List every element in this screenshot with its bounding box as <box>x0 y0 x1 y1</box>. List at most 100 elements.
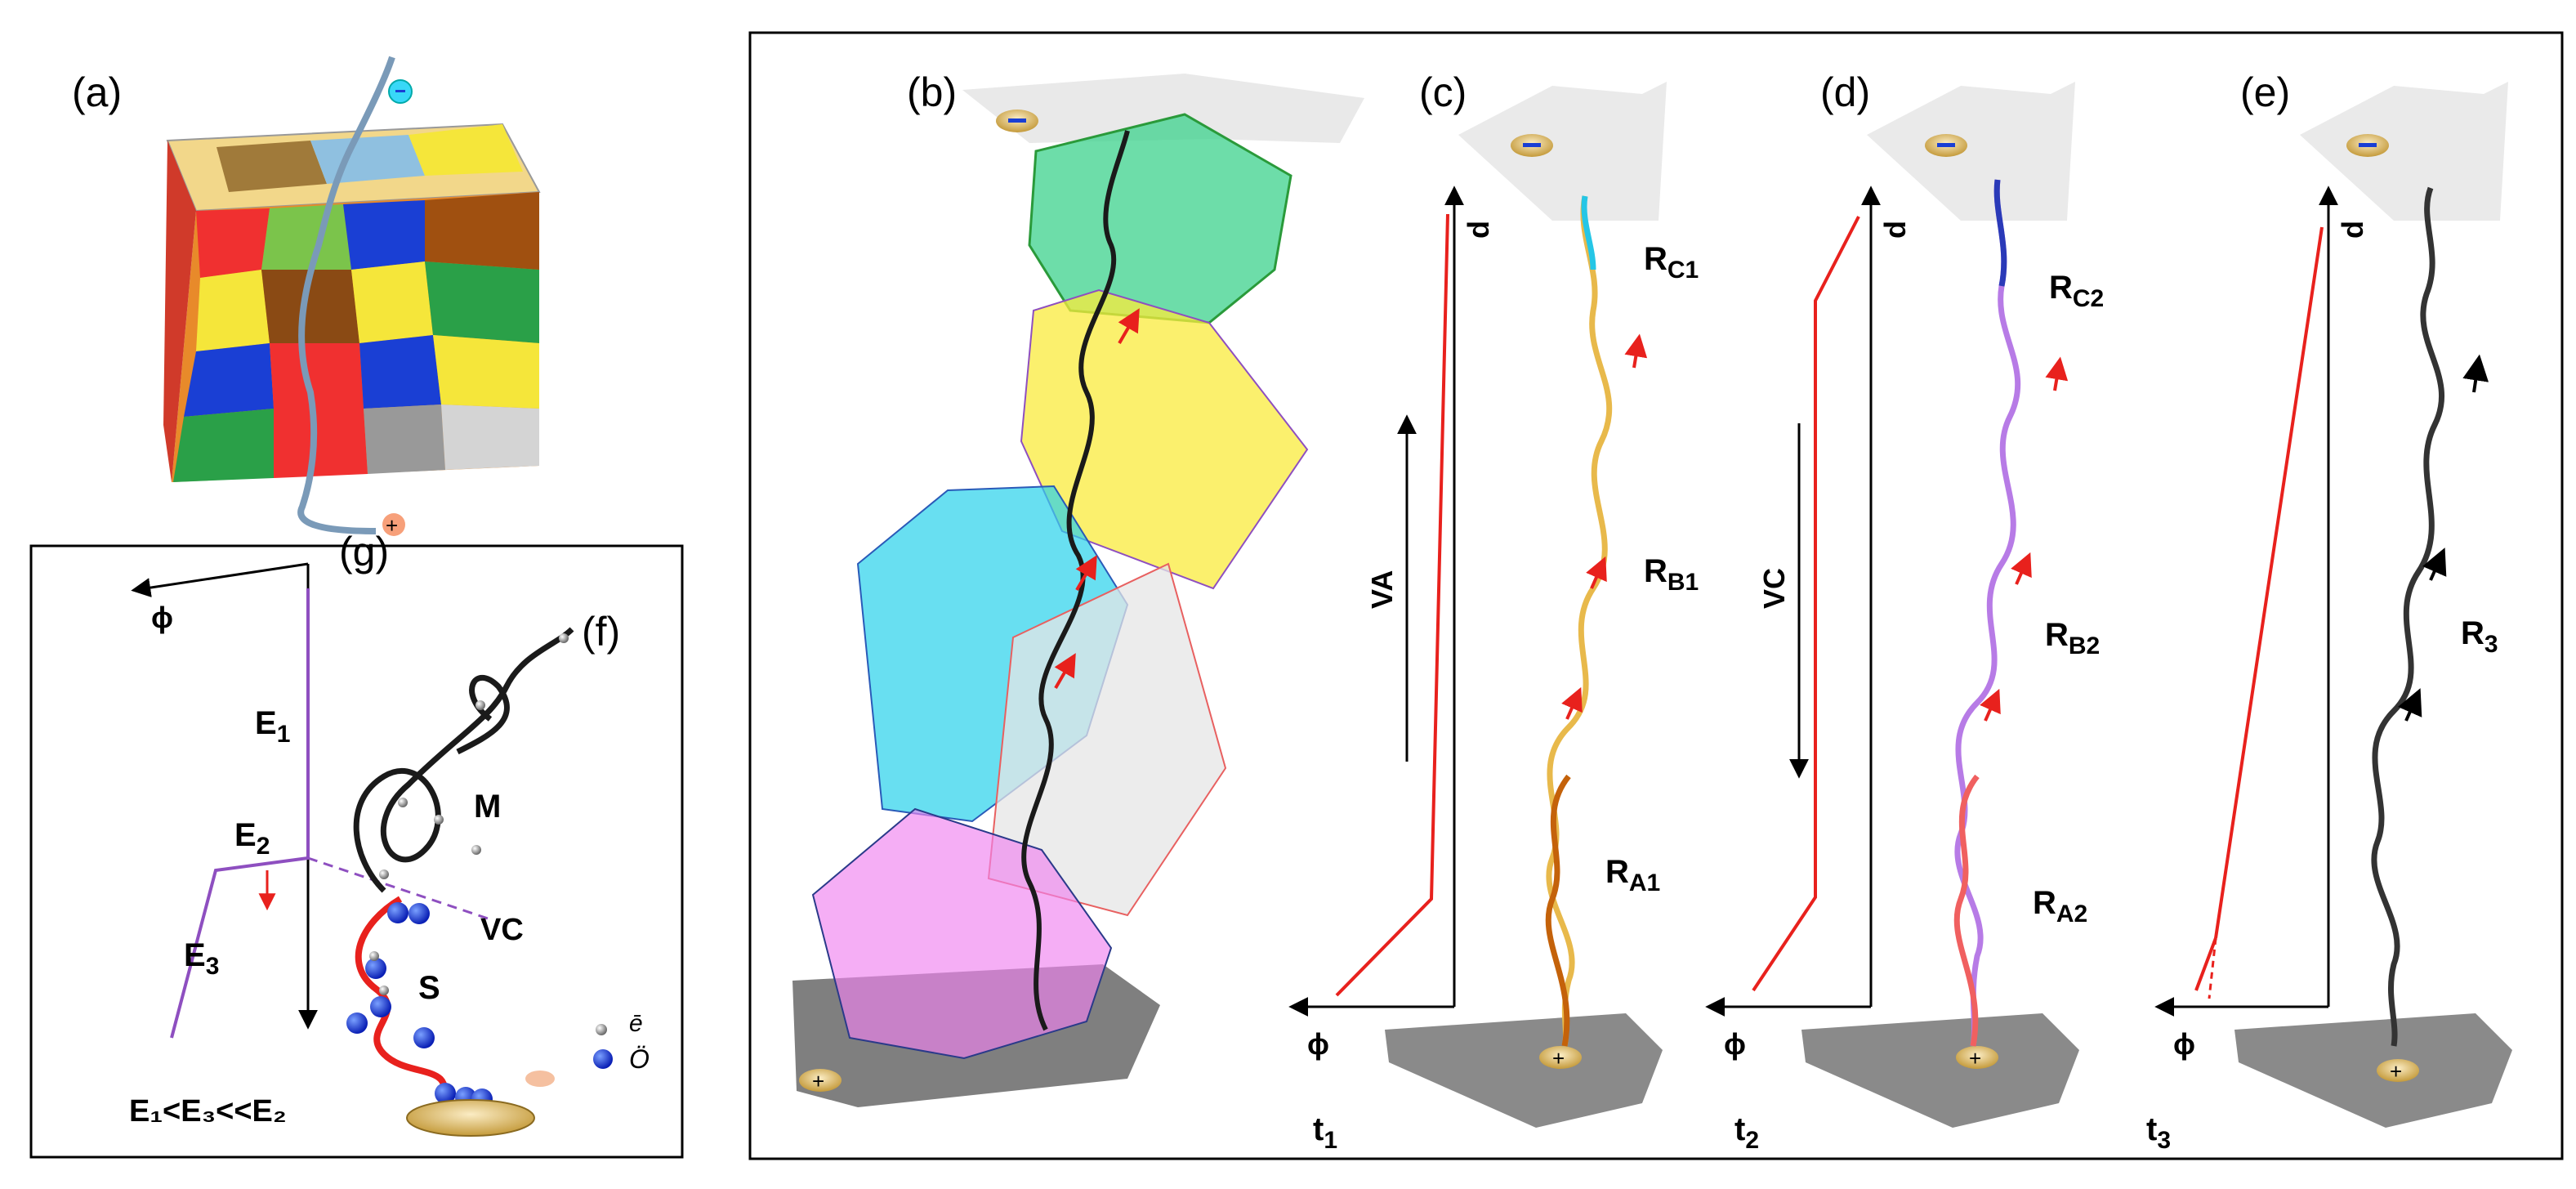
f-m-filament <box>353 627 574 893</box>
g-e3-label: E3 <box>184 937 219 980</box>
d-vc-label: VC <box>1757 568 1791 609</box>
c-filament-tip <box>1581 195 1596 270</box>
legend-oxygen-label: Ö <box>629 1044 650 1074</box>
c-arrow-1 <box>1624 333 1648 369</box>
e-potential-tail <box>2194 937 2217 991</box>
panel-c-letter: (c) <box>1419 69 1467 115</box>
c-va-label: VA <box>1365 570 1399 609</box>
panel-a-letter: (a) <box>72 69 122 115</box>
panel-d-letter: (d) <box>1820 69 1870 115</box>
d-bottom-electrode <box>1801 1013 2079 1128</box>
e-phi-label: ɸ <box>2173 1027 2195 1061</box>
d-ra2-label: RA2 <box>2033 885 2087 928</box>
c-time-label: t1 <box>1313 1111 1337 1154</box>
e-bottom-electrode-cap <box>2377 1059 2419 1082</box>
g-e1-label: E1 <box>255 705 290 748</box>
e-arrow-1 <box>2462 354 2489 393</box>
cube-conduction-path <box>297 56 395 534</box>
b-top-electrode <box>962 74 1364 143</box>
g-energy-inequality: E₁<E₃<<E₂ <box>129 1094 287 1129</box>
b-arrow-3 <box>1054 653 1076 690</box>
b-positive-sign: + <box>812 1069 824 1093</box>
e-top-electrode <box>2300 82 2508 221</box>
main-frame <box>748 31 2564 1160</box>
b-bottom-electrode-cap <box>799 1069 842 1092</box>
g-e2-label: E2 <box>234 817 270 860</box>
d-filament <box>1954 179 2021 1047</box>
d-negative-sign <box>1937 143 1955 147</box>
panel-g-letter: (g) <box>339 529 389 574</box>
e-filament <box>2371 186 2445 1047</box>
panel-e: (e) + d ɸ R3 t3 <box>2146 69 2512 1154</box>
d-potential-line <box>1752 216 1860 992</box>
e-potential-line <box>2214 226 2324 939</box>
legend-electron-label: ē <box>629 1010 643 1037</box>
panel-e-letter: (e) <box>2240 69 2290 115</box>
e-bottom-electrode <box>2234 1013 2512 1128</box>
d-time-label: t2 <box>1734 1111 1759 1154</box>
legend-oxygen-ball <box>593 1049 613 1069</box>
panel-a: (a) <box>72 56 541 538</box>
d-positive-sign: + <box>1969 1046 1981 1071</box>
panel-b: (b) + <box>792 69 1364 1107</box>
c-arrow-2 <box>1586 556 1607 589</box>
f-s-label: S <box>418 970 440 1006</box>
e-r3-label: R3 <box>2461 615 2498 658</box>
c-rb1-label: RB1 <box>1644 553 1699 596</box>
b-arrow-1 <box>1118 308 1140 345</box>
panel-b-letter: (b) <box>907 69 957 115</box>
d-bottom-electrode-cap <box>1956 1046 1998 1069</box>
e-d-label: d <box>2336 221 2369 239</box>
c-filament-base <box>1545 774 1571 1047</box>
panel-fg: (g) (f) ɸ E1 E2 E3 E₁<E₃<<E₂ M S VC <box>29 529 684 1159</box>
d-arrow-2 <box>2011 552 2032 585</box>
grain-mosaic <box>173 124 539 482</box>
d-filament-tip <box>1993 179 2007 287</box>
d-arrow-3 <box>1980 688 2001 722</box>
b-grain-green <box>1028 113 1292 324</box>
panel-f-letter: (f) <box>582 609 620 655</box>
panel-fg-frame <box>29 544 684 1159</box>
cube-positive-electrode <box>382 513 405 536</box>
c-rc1-label: RC1 <box>1644 241 1699 284</box>
e-time-label: t3 <box>2146 1111 2171 1154</box>
d-arrow-1 <box>2045 356 2069 391</box>
c-bottom-electrode-cap <box>1539 1046 1582 1069</box>
d-rc2-label: RC2 <box>2049 270 2104 312</box>
f-electrons <box>369 633 569 995</box>
d-filament-base <box>1953 774 1980 1047</box>
f-oxygen-balls <box>346 902 493 1110</box>
cube-left-face <box>163 141 196 482</box>
cube-positive-sign: + <box>386 513 398 538</box>
negative-sign-mark <box>395 90 405 92</box>
panel-d: (d) + d ɸ VC RC2 RB2 RA2 t2 <box>1705 69 2104 1154</box>
legend-electron-dot <box>596 1024 607 1035</box>
d-phi-label: ɸ <box>1724 1027 1746 1061</box>
c-positive-sign: + <box>1552 1046 1565 1071</box>
g-phi-label: ɸ <box>151 601 173 634</box>
b-grain-yellow <box>1020 288 1309 590</box>
c-filament <box>1546 195 1613 1047</box>
f-vc-label: VC <box>480 913 524 947</box>
e-arrow-3 <box>2398 688 2422 722</box>
f-bottom-electrode <box>406 1099 535 1137</box>
f-positive-mark <box>525 1071 555 1087</box>
b-arrow-2 <box>1075 555 1097 592</box>
c-ra1-label: RA1 <box>1605 854 1660 896</box>
g-energy-line <box>170 588 310 1039</box>
c-phi-label: ɸ <box>1307 1027 1329 1061</box>
c-arrow-3 <box>1561 686 1583 720</box>
d-d-label: d <box>1878 221 1912 239</box>
c-d-label: d <box>1462 221 1495 239</box>
d-rb2-label: RB2 <box>2045 617 2100 659</box>
e-positive-sign: + <box>2390 1059 2402 1084</box>
b-negative-sign <box>1008 118 1026 123</box>
d-top-electrode <box>1867 82 2075 221</box>
panel-c: (c) + d ɸ VA RC1 RB1 RA1 t1 <box>1288 69 1699 1154</box>
g-phi-axis <box>131 562 309 597</box>
c-negative-sign <box>1523 143 1541 147</box>
f-m-label: M <box>474 789 501 825</box>
e-arrow-2 <box>2422 548 2447 581</box>
